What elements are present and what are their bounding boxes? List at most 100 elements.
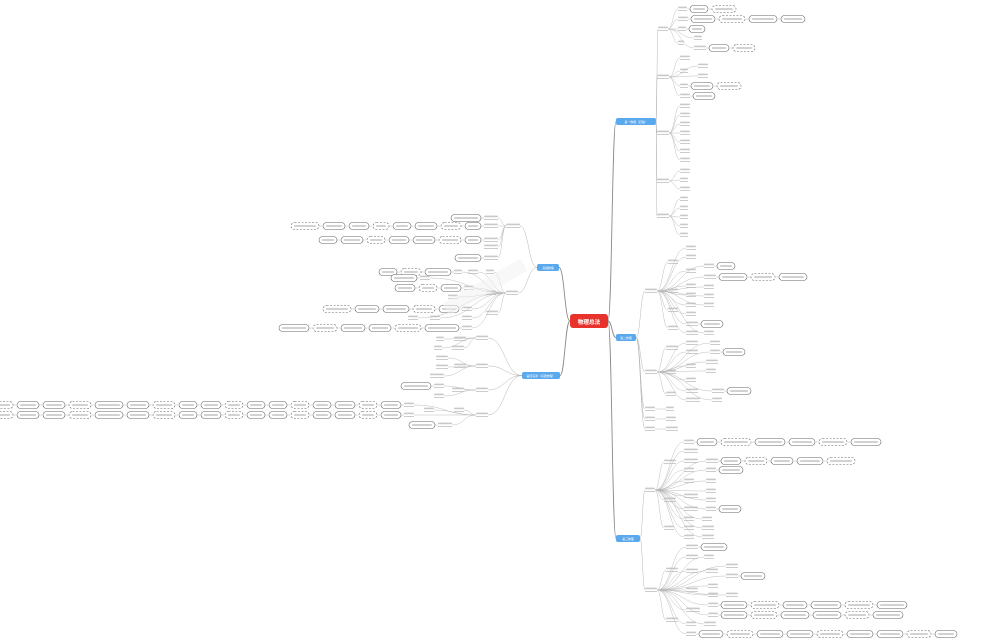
leaf-node-text-542 [376,225,386,227]
root-node [570,314,608,328]
leaf-node-text-560 [442,239,458,241]
node-label-154 [704,274,716,277]
node-label-517 [506,223,520,226]
connector-693 [441,337,477,349]
node-label-481 [686,621,696,624]
leaf-node-text-665 [428,327,456,329]
connector-204 [656,290,705,334]
leaf-node-text-77 [696,95,712,97]
leaf-node-text-785 [20,404,36,406]
connector-285 [654,441,685,491]
node-label-367 [664,525,674,528]
leaf-node-text-458 [880,604,904,606]
leaf-node-text-161 [754,276,772,278]
node-label-196 [686,321,698,324]
leaf-node-text-8 [693,8,705,10]
leaf-node-text-764 [204,404,218,406]
connector-552 [497,225,507,241]
root-branch-line-0 [607,121,617,322]
node-label-13 [678,16,688,19]
node-label-400 [686,554,698,557]
leaf-node-text-152 [720,265,732,267]
leaf-node-text-575 [322,239,334,241]
leaf-node-text-851 [0,414,10,416]
connector-654 [439,292,507,319]
connector-114 [655,121,658,217]
node-label-277 [666,426,678,429]
node-label-691 [452,345,464,348]
connector-405 [656,570,687,591]
branch-label-0: 第一物理（四轴） [624,119,647,124]
node-label-172 [704,284,714,287]
connector-3 [667,8,679,30]
node-label-169 [686,283,696,286]
node-label-715 [452,387,464,390]
root-branch-line-4 [559,320,571,376]
leaf-node-text-623 [422,287,434,289]
leaf-node-text-836 [130,414,146,416]
connector-366 [654,489,665,529]
leaf-node-text-338 [722,469,740,471]
leaf-node-text-827 [204,414,218,416]
leaf-node-text-296 [758,441,782,443]
node-label-412 [726,563,738,566]
node-label-682 [476,335,488,338]
leaf-node-text-839 [98,414,120,416]
leaf-node-text-455 [848,604,870,606]
leaf-node-text-830 [182,414,194,416]
node-label-553 [484,237,498,240]
connector-210 [656,347,667,373]
leaf-node-text-533 [444,225,458,227]
node-label-241 [706,368,716,371]
connector-393 [656,546,687,591]
leaf-node-text-299 [792,441,812,443]
leaf-node-text-419 [744,575,762,577]
connector-696 [487,365,523,376]
leaf-node-text-545 [352,225,366,227]
node-label-697 [476,363,488,366]
leaf-node-text-818 [272,414,284,416]
connector-126 [668,215,681,227]
leaf-node-text-23 [752,18,774,20]
node-label-355 [706,497,716,500]
node-label-313 [706,458,718,461]
branch-node-4 [522,372,560,379]
node-label-394 [686,544,698,547]
connector-381 [654,489,685,538]
node-label-427 [708,592,718,595]
node-label-736 [404,402,414,405]
leaf-node-text-620 [444,287,458,289]
leaf-node-text-644 [386,308,406,310]
node-label-214 [686,340,698,343]
node-label-139 [686,245,696,248]
connector-99 [668,132,681,161]
connector-147 [656,265,705,292]
connector-189 [656,290,669,311]
connector-243 [656,371,667,395]
node-label-61 [698,73,708,76]
node-label-1 [658,26,668,29]
node-label-424 [708,583,718,586]
root-branch-line-1 [607,320,617,338]
node-label-415 [726,573,738,576]
leaf-node-text-479 [876,614,900,616]
leaf-node-text-32 [692,28,702,30]
node-label-112 [680,186,690,189]
leaf-node-text-788 [0,404,10,406]
leaf-node-text-500 [790,633,810,635]
leaf-node-text-257 [730,390,748,392]
leaf-node-text-446 [754,604,776,606]
node-label-592 [468,269,478,272]
node-label-709 [430,373,444,376]
node-label-208 [645,369,657,372]
connector-279 [639,489,646,539]
leaf-node-text-317 [724,460,738,462]
connector-33 [667,28,679,44]
leaf-node-text-290 [700,441,714,443]
node-label-253 [712,388,724,391]
node-label-433 [666,617,678,620]
leaf-node-text-803 [384,414,398,416]
connector-141 [656,256,687,292]
leaf-node-text-755 [272,404,284,406]
